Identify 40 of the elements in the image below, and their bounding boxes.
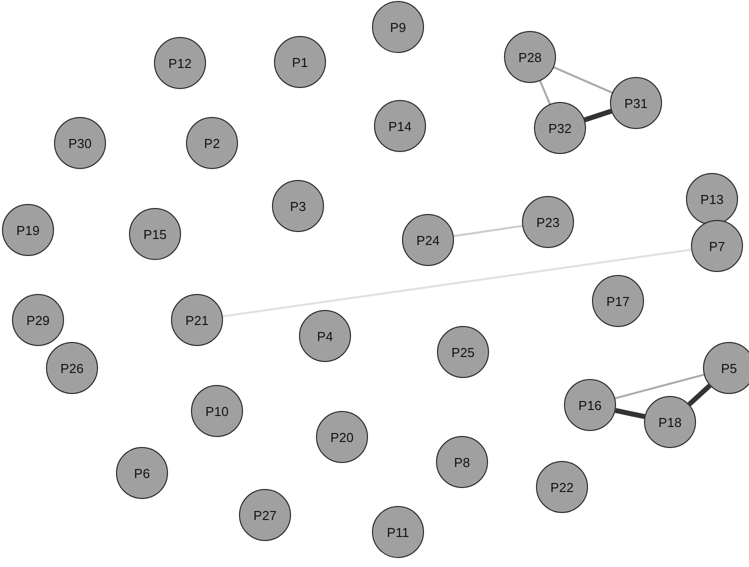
connector-line [614, 374, 704, 400]
node-circle: P9 [372, 1, 424, 53]
node-circle: P2 [186, 117, 238, 169]
connector-line [688, 384, 712, 406]
node-circle: P11 [372, 506, 424, 558]
node-circle: P29 [12, 294, 64, 346]
node-circle: P23 [522, 196, 574, 248]
node-circle: P17 [592, 275, 644, 327]
node-circle: P21 [171, 294, 223, 346]
node-circle: P20 [316, 411, 368, 463]
node-circle: P3 [272, 180, 324, 232]
connector-line [539, 80, 551, 104]
node-circle: P26 [46, 342, 98, 394]
node-circle: P16 [564, 379, 616, 431]
node-circle: P24 [402, 214, 454, 266]
connector-line [584, 108, 612, 122]
node-circle: P14 [374, 100, 426, 152]
node-circle: P27 [239, 489, 291, 541]
node-circle: P12 [154, 37, 206, 89]
connector-line [222, 248, 692, 318]
node-circle: P19 [2, 204, 54, 256]
node-circle: P7 [691, 220, 743, 272]
node-circle: P5 [703, 342, 749, 394]
node-circle: P15 [129, 208, 181, 260]
node-circle: P28 [504, 31, 556, 83]
node-circle: P30 [54, 117, 106, 169]
node-circle: P31 [610, 77, 662, 129]
node-circle: P22 [536, 461, 588, 513]
node-circle: P10 [191, 385, 243, 437]
connector-line [553, 66, 613, 94]
node-circle: P8 [436, 436, 488, 488]
connector-line [614, 408, 646, 420]
node-circle: P13 [686, 173, 738, 225]
node-circle: P6 [116, 447, 168, 499]
node-circle: P25 [437, 326, 489, 378]
node-circle: P1 [274, 36, 326, 88]
node-circle: P18 [644, 396, 696, 448]
connector-line [454, 224, 522, 238]
node-circle: P32 [534, 102, 586, 154]
node-circle: P4 [299, 310, 351, 362]
